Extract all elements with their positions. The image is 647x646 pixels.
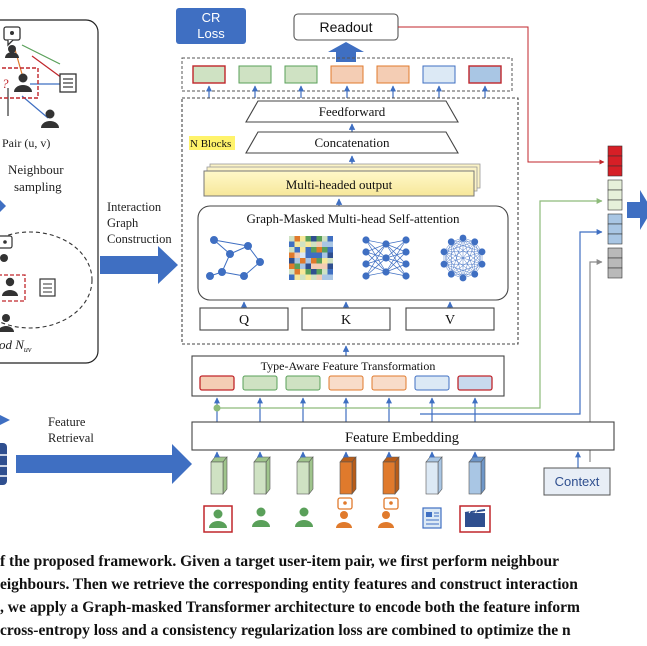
context-label: Context bbox=[555, 474, 600, 489]
final-feature-stack bbox=[607, 145, 623, 279]
caption-line-3: , we apply a Graph-masked Transformer ar… bbox=[0, 599, 580, 616]
prediction-arrow bbox=[627, 190, 647, 230]
q-label: Q bbox=[239, 313, 249, 328]
feature-label-line1: Feature bbox=[48, 415, 86, 429]
multi-headed-output-label: Multi-headed output bbox=[286, 177, 393, 192]
neighbourhood-label: od Nuv bbox=[0, 337, 32, 354]
news-icon bbox=[422, 507, 442, 529]
user-icon-lower bbox=[41, 109, 59, 128]
attention-box bbox=[197, 205, 509, 301]
v-box bbox=[405, 307, 495, 331]
user-icon-neighbour-2 bbox=[295, 507, 313, 527]
neighbourhood-ellipse bbox=[0, 231, 93, 329]
concatenation-label: Concatenation bbox=[314, 135, 390, 150]
n-blocks-highlight bbox=[189, 136, 235, 150]
concatenation-box bbox=[245, 131, 459, 154]
user-icon-bottom bbox=[0, 314, 14, 332]
question-mark: ? bbox=[2, 76, 9, 91]
output-token-2 bbox=[238, 65, 272, 84]
neural-network-icon bbox=[362, 236, 410, 280]
feature-retrieval-arrow bbox=[16, 444, 192, 484]
multi-headed-output-stack bbox=[203, 163, 481, 197]
transformer-block-frame bbox=[181, 97, 519, 345]
multi-headed-output-box bbox=[203, 170, 475, 197]
readout-to-stack-line bbox=[398, 26, 605, 165]
user-icon-neighbour-1 bbox=[252, 507, 270, 527]
feature-embedding-box bbox=[191, 421, 615, 451]
readout-label: Readout bbox=[320, 19, 373, 35]
output-token-1 bbox=[192, 65, 226, 84]
cr-loss-line2: Loss bbox=[197, 26, 225, 41]
document-icon-neighbourhood bbox=[39, 278, 56, 297]
user-icon bbox=[14, 73, 32, 92]
graph-network-icon bbox=[206, 236, 264, 280]
feature-label-line2: Retrieval bbox=[48, 431, 94, 445]
v-label: V bbox=[445, 313, 455, 328]
attention-heatmap-icon bbox=[289, 236, 333, 280]
output-token-5 bbox=[376, 65, 410, 84]
output-token-4 bbox=[330, 65, 364, 84]
interaction-graph-arrow bbox=[100, 246, 178, 284]
neighbour-sampling-line1: Neighbour bbox=[8, 162, 64, 177]
user-icon-neighbourhood bbox=[2, 277, 18, 296]
output-tokens bbox=[192, 65, 502, 84]
entity-icons bbox=[203, 497, 491, 533]
feature-embedding-label: Feature Embedding bbox=[345, 430, 459, 446]
feature-retrieval-stub-arrow bbox=[0, 415, 10, 425]
video-item-icon bbox=[459, 505, 491, 533]
attention-title: Graph-Masked Multi-head Self-attention bbox=[247, 211, 460, 226]
context-box bbox=[543, 467, 611, 496]
type-aware-tokens bbox=[199, 375, 493, 391]
feedforward-box bbox=[245, 100, 459, 123]
database-icon bbox=[0, 443, 7, 485]
interaction-label-line1: Interaction bbox=[107, 200, 162, 214]
feedforward-label: Feedforward bbox=[319, 104, 386, 119]
review-icon-2 bbox=[378, 497, 399, 528]
caption-line-2: eighbours. Then we retrieve the correspo… bbox=[0, 576, 578, 593]
neighbour-sampling-line2: sampling bbox=[14, 179, 62, 194]
cr-loss-box bbox=[176, 8, 246, 44]
speech-bubble-icon bbox=[3, 26, 21, 58]
context-bus-lines bbox=[213, 198, 603, 462]
left-panel: ? Pair (u, v) Neighbour sampling bbox=[0, 19, 99, 364]
caption-line-4: cross-entropy loss and a consistency reg… bbox=[0, 622, 571, 639]
pair-label: Pair (u, v) bbox=[2, 136, 50, 150]
pair-highlight-box bbox=[0, 67, 39, 99]
neighbour-sampling-arrow bbox=[0, 200, 6, 212]
document-icon bbox=[59, 73, 77, 93]
output-token-7 bbox=[468, 65, 502, 84]
readout-up-arrow bbox=[328, 42, 364, 62]
fully-connected-graph-icon bbox=[440, 234, 486, 282]
cr-loss-line1: CR bbox=[202, 10, 221, 25]
q-box bbox=[199, 307, 289, 331]
output-token-3 bbox=[284, 65, 318, 84]
type-aware-label: Type-Aware Feature Transformation bbox=[261, 359, 436, 373]
interaction-label-line2: Graph bbox=[107, 216, 139, 230]
k-label: K bbox=[341, 313, 351, 328]
speech-bubble-icon-lower bbox=[0, 235, 13, 262]
caption-line-1: f the proposed framework. Given a target… bbox=[0, 553, 560, 570]
output-token-6 bbox=[422, 65, 456, 84]
feature-vectors bbox=[210, 451, 486, 495]
left-panel-frame bbox=[0, 19, 99, 364]
k-box bbox=[301, 307, 391, 331]
interaction-label-line3: Construction bbox=[107, 232, 172, 246]
user-icon-target bbox=[203, 505, 233, 533]
n-blocks-label: N Blocks bbox=[190, 138, 231, 150]
review-icon-1 bbox=[336, 497, 353, 528]
